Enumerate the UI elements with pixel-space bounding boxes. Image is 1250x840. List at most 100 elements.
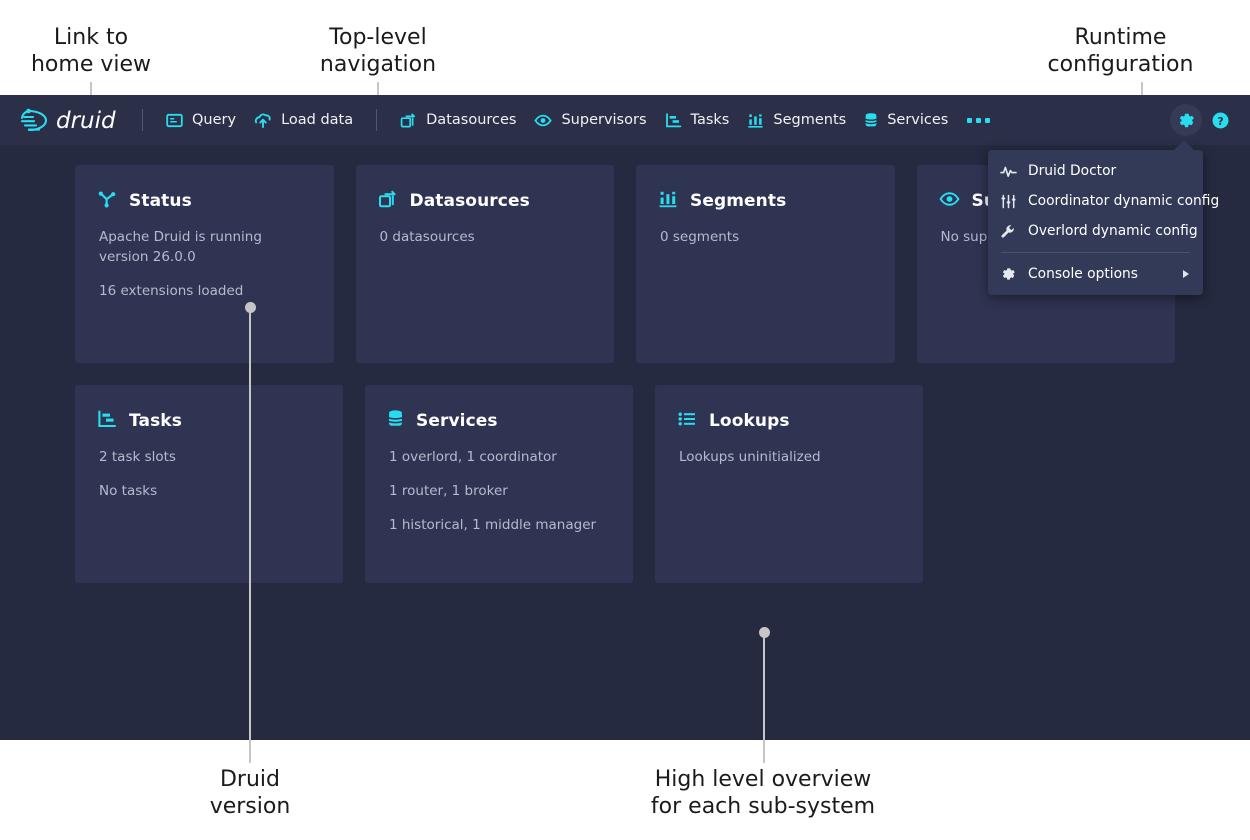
card-status[interactable]: Status Apache Druid is running version 2…	[75, 165, 334, 363]
nav-item-label: Datasources	[426, 112, 517, 128]
card-line: 1 historical, 1 middle manager	[389, 517, 597, 533]
chevron-right-icon	[1183, 270, 1189, 278]
menu-item-coordinator-dynamic-config[interactable]: Coordinator dynamic config	[988, 186, 1219, 216]
card-body: 2 task slots No tasks	[99, 447, 321, 501]
card-header: Segments	[658, 189, 873, 213]
nav-item-label: Services	[887, 112, 949, 128]
card-line: Lookups uninitialized	[679, 449, 821, 465]
menu-item-label: Overlord dynamic config	[1028, 223, 1198, 239]
segments-icon	[658, 189, 678, 213]
top-navigation-bar: druid Query Lo	[0, 95, 1250, 145]
nav-divider-1	[142, 109, 143, 131]
nav-item-label: Query	[192, 112, 237, 128]
nav-item-label: Segments	[773, 112, 847, 128]
card-row-2: Tasks 2 task slots No tasks	[75, 385, 1175, 583]
card-header: Services	[387, 409, 611, 433]
card-services[interactable]: Services 1 overlord, 1 coordinator 1 rou…	[365, 385, 633, 583]
sliders-icon	[1000, 194, 1017, 209]
card-body: 0 datasources	[380, 227, 593, 247]
nav-divider-2	[376, 109, 378, 131]
help-button[interactable]: ?	[1204, 104, 1236, 136]
menu-item-label: Console options	[1028, 266, 1138, 282]
nav-item-supervisors[interactable]: Supervisors	[525, 104, 655, 136]
card-line: version 26.0.0	[99, 249, 196, 265]
leader-line-high-level-overview	[763, 633, 765, 763]
card-line: 0 segments	[660, 229, 740, 245]
nav-item-tasks[interactable]: Tasks	[656, 104, 739, 136]
more-icon	[976, 117, 982, 123]
nav-item-label: Load data	[281, 112, 354, 128]
status-icon	[97, 189, 117, 213]
svg-text:druid: druid	[56, 108, 116, 134]
lookups-icon	[677, 409, 697, 433]
card-title: Lookups	[709, 411, 790, 431]
nav-item-label: Supervisors	[561, 112, 647, 128]
leader-dot-high-level-overview	[759, 627, 770, 638]
more-icon	[967, 117, 973, 123]
nav-item-query[interactable]: Query	[157, 104, 245, 136]
pulse-icon	[1000, 164, 1017, 179]
nav-item-load-data[interactable]: Load data	[245, 104, 362, 136]
card-segments[interactable]: Segments 0 segments	[636, 165, 895, 363]
query-icon	[166, 112, 183, 129]
card-body: 1 overlord, 1 coordinator 1 router, 1 br…	[389, 447, 611, 535]
annotation-druid-version: Druid version	[209, 767, 291, 819]
card-header: Tasks	[97, 409, 321, 433]
more-icon	[985, 117, 991, 123]
services-icon	[864, 112, 878, 129]
tasks-icon	[665, 112, 682, 129]
annotation-high-level-overview: High level overview for each sub-system	[650, 767, 876, 819]
home-cards-grid: Status Apache Druid is running version 2…	[75, 165, 1175, 605]
annotation-top-level-navigation: Top-level navigation	[319, 25, 437, 77]
segments-icon	[747, 112, 764, 129]
card-header: Lookups	[677, 409, 901, 433]
supervisors-icon	[534, 112, 553, 129]
settings-button[interactable]	[1170, 104, 1202, 136]
menu-item-label: Druid Doctor	[1028, 163, 1117, 179]
more-menu-button[interactable]	[957, 105, 1000, 135]
services-icon	[387, 409, 404, 433]
card-title: Segments	[690, 191, 787, 211]
runtime-configuration-menu: Druid Doctor Coordinator dynamic config	[988, 140, 1219, 295]
svg-text:?: ?	[1217, 114, 1223, 127]
nav-item-segments[interactable]: Segments	[738, 104, 855, 136]
menu-item-console-options[interactable]: Console options	[988, 259, 1203, 289]
datasources-icon	[400, 112, 417, 129]
card-lookups[interactable]: Lookups Lookups uninitialized	[655, 385, 923, 583]
druid-console-window: druid Query Lo	[0, 95, 1250, 740]
gear-icon	[1179, 113, 1194, 127]
nav-item-label: Tasks	[690, 112, 730, 128]
supervisors-icon	[938, 189, 960, 213]
card-line: 16 extensions loaded	[99, 283, 244, 299]
leader-dot-druid-version	[245, 302, 256, 313]
menu-item-druid-doctor[interactable]: Druid Doctor	[988, 156, 1203, 186]
nav-item-services[interactable]: Services	[855, 104, 957, 136]
card-body: Lookups uninitialized	[679, 447, 901, 467]
menu-divider	[1001, 252, 1190, 253]
wrench-icon	[1000, 224, 1017, 239]
card-header: Status	[97, 189, 312, 213]
card-line: 0 datasources	[379, 229, 475, 245]
nav-item-datasources[interactable]: Datasources	[391, 104, 525, 136]
card-line: 1 router, 1 broker	[389, 483, 508, 499]
menu-item-overlord-dynamic-config[interactable]: Overlord dynamic config	[988, 216, 1203, 246]
card-title: Tasks	[129, 411, 182, 431]
annotation-runtime-configuration: Runtime configuration	[1047, 25, 1194, 77]
card-row-1: Status Apache Druid is running version 2…	[75, 165, 1175, 363]
card-datasources[interactable]: Datasources 0 datasources	[355, 165, 614, 363]
card-line: Apache Druid is running	[99, 229, 262, 245]
card-title: Services	[416, 411, 498, 431]
annotation-link-to-home-view: Link to home view	[30, 25, 152, 77]
tasks-icon	[97, 409, 117, 433]
card-body: 0 segments	[660, 227, 873, 247]
leader-line-druid-version	[249, 308, 251, 763]
druid-home-link[interactable]: druid	[18, 95, 128, 145]
card-line: 2 task slots	[99, 449, 176, 465]
gear-icon	[1000, 266, 1017, 282]
card-title: Datasources	[409, 191, 530, 211]
help-icon: ?	[1212, 112, 1228, 128]
card-tasks[interactable]: Tasks 2 task slots No tasks	[75, 385, 343, 583]
load-data-icon	[254, 112, 272, 129]
card-body: Apache Druid is running version 26.0.0 1…	[99, 227, 312, 301]
menu-item-label: Coordinator dynamic config	[1028, 193, 1220, 209]
